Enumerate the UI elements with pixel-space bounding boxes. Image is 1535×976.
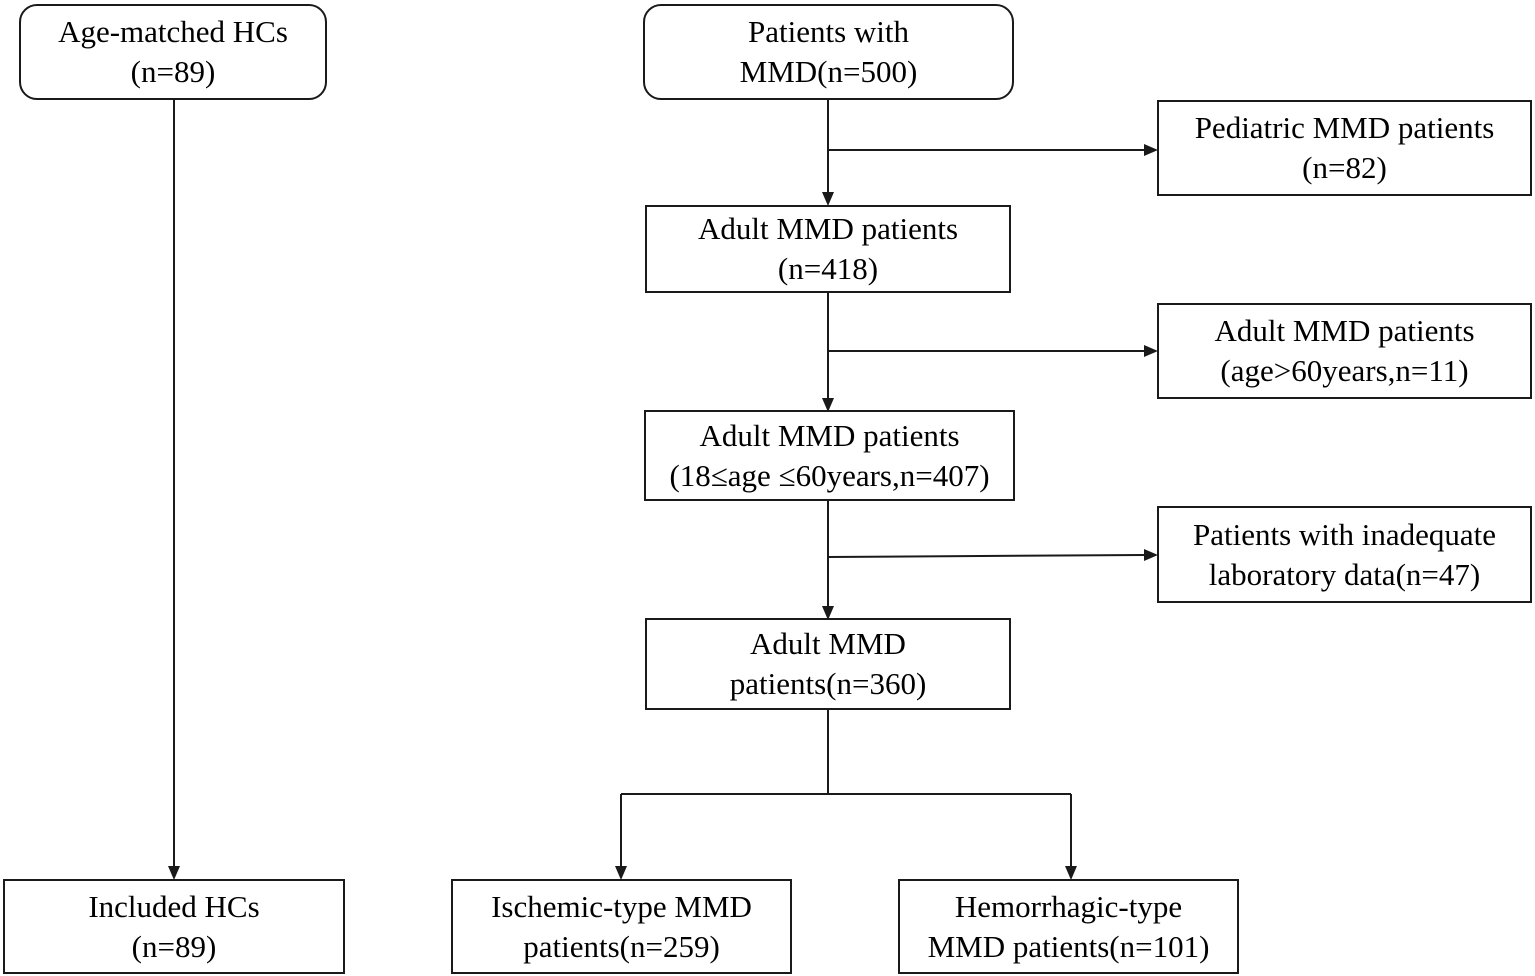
included-hc-line1: Included HCs — [88, 888, 260, 924]
included-hc-line2: (n=89) — [131, 928, 217, 964]
ischemic-box: Ischemic-type MMD patients(n=259) — [451, 879, 792, 974]
adult-all-box: Adult MMD patients (n=418) — [645, 205, 1011, 293]
hc-start-line2: (n=89) — [130, 54, 216, 89]
adult-final-line2: patients(n=360) — [729, 666, 927, 701]
ischemic-line1: Ischemic-type MMD — [491, 888, 752, 924]
pediatric-line1: Pediatric MMD patients — [1194, 110, 1495, 145]
inadequate-lab-line1: Patients with inadequate — [1192, 516, 1497, 552]
arrowhead-over60 — [1144, 345, 1158, 357]
adult-18-60-line2: (18≤age ≤60years,n=407) — [669, 457, 990, 493]
adult-final-box: Adult MMD patients(n=360) — [645, 618, 1011, 710]
pediatric-line2: (n=82) — [1302, 150, 1387, 185]
inadequate-lab-box: Patients with inadequate laboratory data… — [1157, 506, 1532, 603]
hemorrhagic-line1: Hemorrhagic-type — [954, 888, 1183, 924]
included-hc-box: Included HCs (n=89) — [3, 879, 345, 974]
branch-inadequate-lab — [827, 554, 1145, 558]
adult-all-line2: (n=418) — [777, 251, 879, 286]
adult-over60-line2: (age>60years,n=11) — [1220, 353, 1469, 388]
arrowhead-adult-18-60 — [822, 398, 834, 412]
arrowhead-hemorrhagic — [1065, 866, 1077, 880]
arrowhead-ischemic — [615, 866, 627, 880]
adult-all-line1: Adult MMD patients — [697, 211, 959, 246]
inadequate-lab-line2: laboratory data(n=47) — [1208, 556, 1481, 592]
pediatric-box: Pediatric MMD patients (n=82) — [1157, 100, 1532, 196]
mmd-start-box: Patients with MMD(n=500) — [643, 4, 1014, 100]
mmd-start-line2: MMD(n=500) — [739, 54, 918, 89]
adult-over60-line1: Adult MMD patients — [1214, 313, 1475, 348]
adult-final-line1: Adult MMD — [750, 626, 906, 661]
arrowhead-inadequate-lab — [1144, 549, 1158, 561]
hc-start-box: Age-matched HCs (n=89) — [19, 4, 327, 100]
arrowhead-pediatric — [1144, 144, 1158, 156]
hemorrhagic-line2: MMD patients(n=101) — [927, 928, 1210, 964]
mmd-start-line1: Patients with — [747, 14, 910, 49]
arrowhead-adult-all — [822, 192, 834, 206]
hemorrhagic-box: Hemorrhagic-type MMD patients(n=101) — [898, 879, 1239, 974]
adult-18-60-line1: Adult MMD patients — [699, 417, 960, 453]
arrowhead-included-hc — [168, 866, 180, 880]
ischemic-line2: patients(n=259) — [523, 928, 720, 964]
hc-start-line1: Age-matched HCs — [58, 14, 288, 49]
adult-over60-box: Adult MMD patients (age>60years,n=11) — [1157, 303, 1532, 399]
adult-18-60-box: Adult MMD patients (18≤age ≤60years,n=40… — [644, 410, 1015, 501]
arrowhead-adult-final — [822, 606, 834, 620]
